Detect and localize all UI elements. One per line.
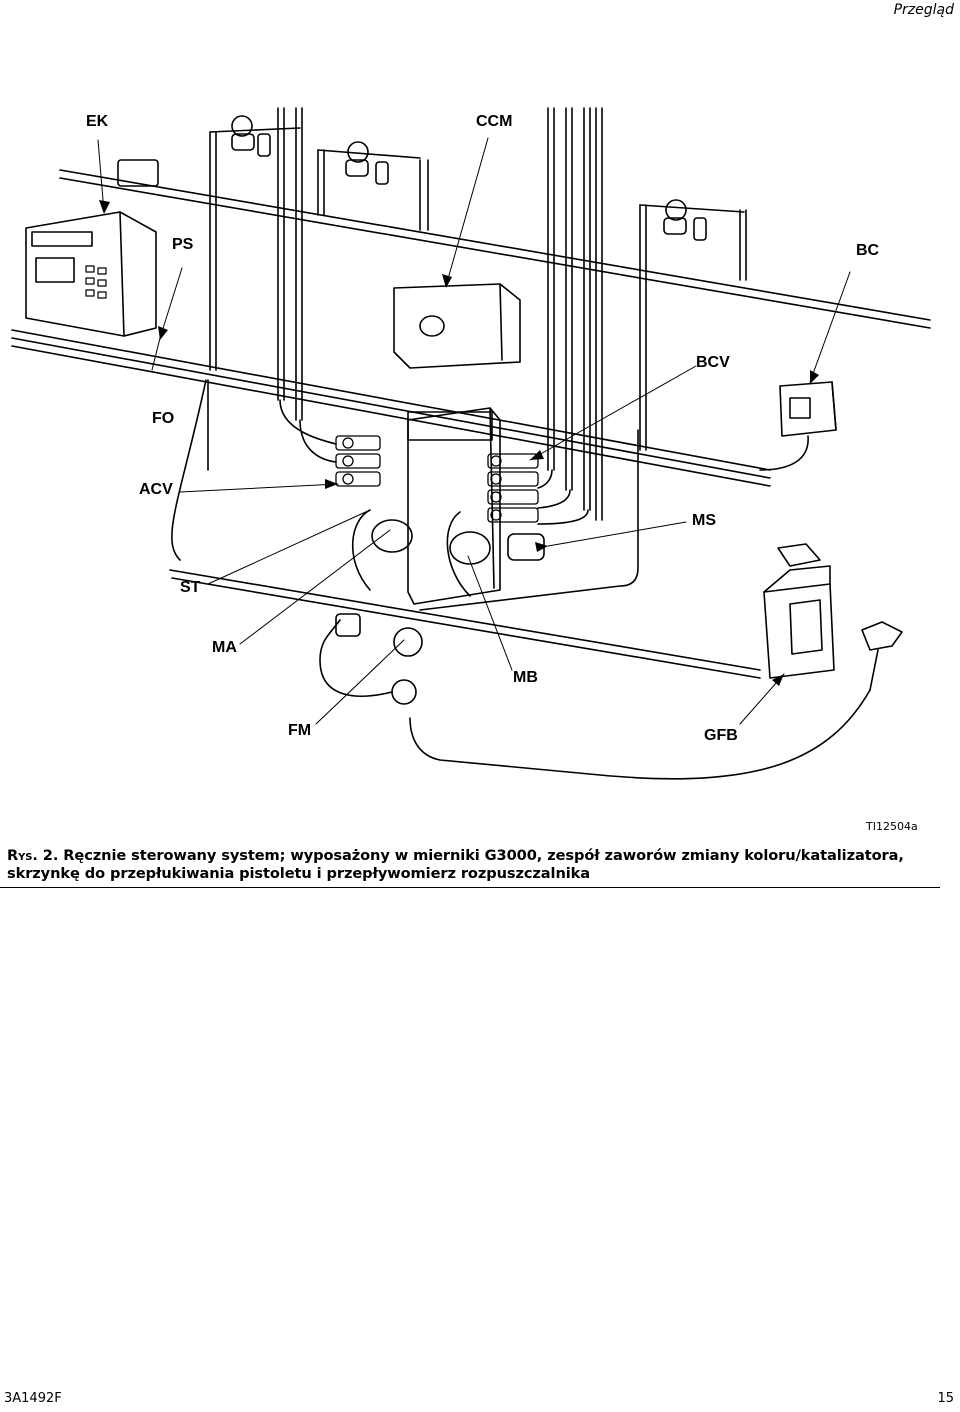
page-number: 15 — [937, 1391, 954, 1406]
section-header: Przegląd — [893, 2, 954, 18]
callout-st: ST — [180, 579, 201, 596]
callout-fm: FM — [288, 722, 312, 739]
callout-mb: MB — [513, 669, 538, 686]
callout-ps: PS — [172, 236, 194, 253]
callout-ek: EK — [86, 113, 109, 130]
figure-caption: Rys. 2. Ręcznie sterowany system; wyposa… — [7, 847, 947, 883]
document-number: 3A1492F — [4, 1391, 62, 1406]
system-drawing — [11, 107, 931, 780]
figure-caption-prefix: Rys. 2. — [7, 847, 59, 864]
figure-caption-text: Ręcznie sterowany system; wyposażony w m… — [7, 847, 904, 882]
callout-ccm: CCM — [476, 113, 513, 130]
callout-ms: MS — [692, 512, 716, 529]
callout-acv: ACV — [139, 481, 173, 498]
callout-bcv: BCV — [696, 354, 730, 371]
callout-bc: BC — [856, 242, 880, 259]
caption-divider — [0, 887, 940, 888]
callout-ma: MA — [212, 639, 237, 656]
callout-fo: FO — [152, 410, 175, 427]
system-illustration: EK CCM PS BC BCV FO ACV MS ST MA MB FM G… — [11, 107, 931, 833]
figure-id: TI12504a — [866, 820, 918, 833]
callout-gfb: GFB — [704, 727, 738, 744]
